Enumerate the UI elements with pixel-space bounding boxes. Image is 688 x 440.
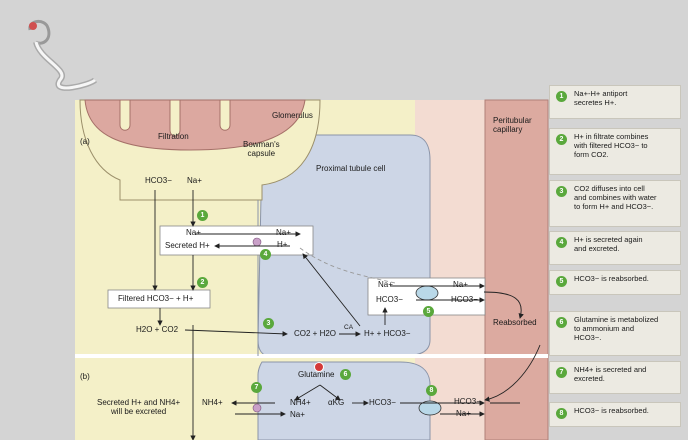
glomerulus	[84, 99, 306, 151]
reabsorbed-label: Reabsorbed	[493, 318, 537, 327]
part-b-label: (b)	[80, 372, 90, 381]
step-badge-4: 4	[260, 249, 271, 260]
basal-hco3-right-label: HCO3−	[451, 295, 478, 304]
basal-na-left-label: Na+	[378, 280, 393, 289]
ca-enzyme-label: CA	[344, 324, 354, 331]
arrows-b	[231, 384, 520, 417]
filtered-hco3-h-label: Filtered HCO3− + H+	[118, 294, 194, 303]
na-hco3-symporter-b	[418, 400, 442, 416]
basal-hco3-left-label: HCO3−	[376, 295, 403, 304]
legend-item-5: 5 HCO3− is reabsorbed.	[549, 270, 681, 295]
nh4-cell-label: NH4+	[290, 398, 311, 407]
legend-item-7: 7 NH4+ is secreted and excreted.	[549, 361, 681, 394]
glutamine-marker-icon	[314, 362, 324, 372]
filtered-box	[107, 289, 211, 309]
na-filtrate-label: Na+	[187, 176, 202, 185]
step-badge-8: 8	[426, 385, 437, 396]
step-badge-5: 5	[423, 306, 434, 317]
legend-item-3: 3 CO2 diffuses into cell and combines wi…	[549, 180, 681, 227]
legend-text-1: Na+-H+ antiport secretes H+.	[574, 89, 628, 107]
kidney-nephron-icon	[28, 20, 98, 91]
hco3-filtrate-label: HCO3−	[145, 176, 172, 185]
arrows-a	[152, 190, 541, 440]
legend-badge-8: 8	[556, 408, 567, 419]
legend-text-6: Glutamine is metabolized to ammonium and…	[574, 315, 659, 342]
na-hco3-symporter	[415, 285, 439, 301]
legend-item-1: 1 Na+-H+ antiport secretes H+.	[549, 85, 681, 119]
na-in-label: Na+	[186, 228, 201, 237]
antiport-box	[159, 225, 314, 256]
legend-badge-1: 1	[556, 91, 567, 102]
legend-text-3: CO2 diffuses into cell and combines with…	[574, 184, 657, 211]
akg-label: αKG	[328, 398, 345, 407]
legend-badge-3: 3	[556, 186, 567, 197]
h-cell-label: H+	[277, 240, 288, 249]
legend-text-2: H+ in filtrate combines with filtered HC…	[574, 132, 649, 159]
na-b-cell-label: Na+	[290, 410, 305, 419]
nh4-lumen-label: NH4+	[202, 398, 223, 407]
legend-item-4: 4 H+ is secreted again and excreted.	[549, 231, 681, 265]
step-badge-1: 1	[197, 210, 208, 221]
step-badge-7: 7	[251, 382, 262, 393]
filtration-label: Filtration	[158, 132, 189, 141]
part-a-label: (a)	[80, 137, 90, 146]
na-out-label: Na+	[276, 228, 291, 237]
step-badge-2: 2	[197, 277, 208, 288]
na-b-blood-label: Na+	[456, 409, 471, 418]
bowmans-capsule-label: Bowman's capsule	[243, 140, 280, 158]
hco3-b-cell-label: HCO3−	[369, 398, 396, 407]
legend-text-8: HCO3− is reabsorbed.	[574, 406, 649, 415]
na-h-antiporter	[252, 237, 262, 247]
excreted-note-label: Secreted H+ and NH4+ will be excreted	[97, 398, 181, 416]
legend-text-5: HCO3− is reabsorbed.	[574, 274, 649, 283]
basal-na-right-label: Na+	[453, 280, 468, 289]
glomerulus-label: Glomerulus	[272, 111, 313, 120]
legend-badge-6: 6	[556, 317, 567, 328]
legend-item-6: 6 Glutamine is metabolized to ammonium a…	[549, 311, 681, 356]
h-hco3-cell-label: H+ + HCO3−	[364, 329, 411, 338]
legend-text-7: NH4+ is secreted and excreted.	[574, 365, 647, 383]
legend-badge-2: 2	[556, 134, 567, 145]
hco3-b-blood-label: HCO3−	[454, 397, 481, 406]
step-badge-6: 6	[340, 369, 351, 380]
legend-item-2: 2 H+ in filtrate combines with filtered …	[549, 128, 681, 175]
secreted-h-label: Secreted H+	[165, 241, 210, 250]
glutamine-label: Glutamine	[298, 370, 335, 379]
step-badge-3: 3	[263, 318, 274, 329]
legend-text-4: H+ is secreted again and excreted.	[574, 235, 643, 253]
peritubular-capillary-label: Peritubular capillary	[493, 116, 532, 134]
proximal-tubule-cell-label: Proximal tubule cell	[316, 164, 386, 173]
peritubular-capillary	[484, 99, 549, 440]
co2-h2o-cell-label: CO2 + H2O	[294, 329, 337, 338]
na-nh4-antiporter	[252, 403, 262, 413]
proximal-tubule-cell-b	[257, 361, 431, 440]
legend-badge-7: 7	[556, 367, 567, 378]
legend-item-8: 8 HCO3− is reabsorbed.	[549, 402, 681, 427]
legend-badge-4: 4	[556, 237, 567, 248]
h2o-co2-lumen-label: H2O + CO2	[136, 325, 179, 334]
legend-badge-5: 5	[556, 276, 567, 287]
